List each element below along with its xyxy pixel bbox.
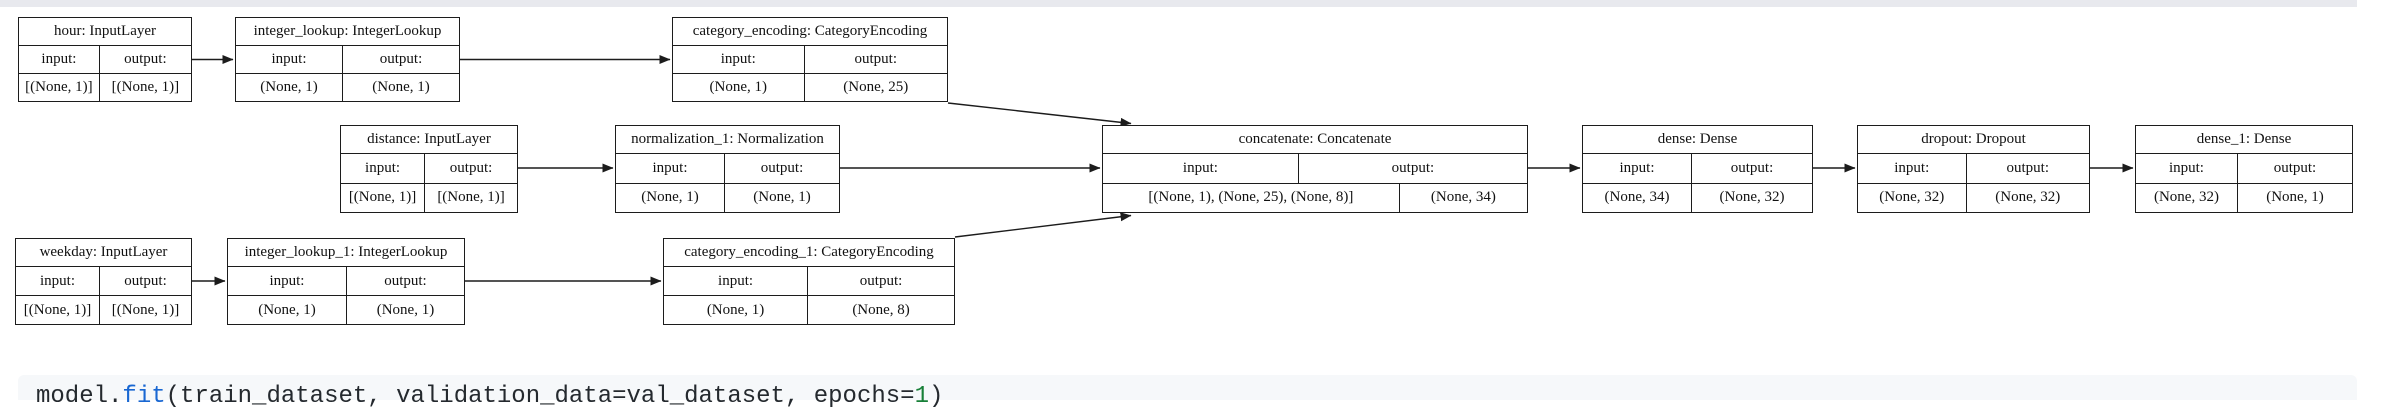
node-hour: hour: InputLayer input: output: [(None, … xyxy=(18,17,192,102)
input-label: input: xyxy=(19,46,100,73)
input-label: input: xyxy=(1583,154,1692,183)
output-shape: (None, 34) xyxy=(1430,189,1496,206)
top-border-band xyxy=(0,0,2357,7)
node-title: integer_lookup: IntegerLookup xyxy=(236,18,459,46)
input-label: input: xyxy=(2136,154,2238,183)
output-shape: (None, 8) xyxy=(852,301,910,318)
output-label: output: xyxy=(1730,159,1774,176)
node-title: concatenate: Concatenate xyxy=(1103,126,1527,154)
output-shape: (None, 1) xyxy=(376,301,435,318)
code-token: (train_dataset, validation_data=val_data… xyxy=(165,383,915,410)
code-token-method: fit xyxy=(122,383,166,410)
input-label: input: xyxy=(341,154,426,183)
node-integer-lookup: integer_lookup: IntegerLookup input: out… xyxy=(235,17,460,102)
output-label: output: xyxy=(124,51,167,67)
output-shape: [(None, 1)] xyxy=(111,79,180,95)
input-label: input: xyxy=(1858,154,1967,183)
output-shape: [(None, 1)] xyxy=(437,189,505,206)
input-label: input: xyxy=(228,267,347,295)
input-shape: [(None, 1)] xyxy=(16,296,100,324)
code-line[interactable]: model.fit(train_dataset, validation_data… xyxy=(36,383,943,412)
input-shape: (None, 34) xyxy=(1583,183,1692,212)
output-label: output: xyxy=(859,272,903,289)
input-label: input: xyxy=(673,46,805,73)
output-label: output: xyxy=(2273,159,2317,176)
input-shape: [(None, 1)] xyxy=(19,74,100,101)
input-shape: (None, 32) xyxy=(1858,183,1967,212)
node-title: integer_lookup_1: IntegerLookup xyxy=(228,239,464,267)
node-title: hour: InputLayer xyxy=(19,18,191,46)
output-label: output: xyxy=(2006,159,2050,176)
output-label: output: xyxy=(379,51,423,67)
node-category-encoding-1: category_encoding_1: CategoryEncoding in… xyxy=(663,238,955,325)
node-title: category_encoding: CategoryEncoding xyxy=(673,18,947,46)
input-shape: (None, 1) xyxy=(664,296,809,324)
input-label: input: xyxy=(664,267,809,295)
input-label: input: xyxy=(1103,154,1299,183)
node-dropout: dropout: Dropout input: output: (None, 3… xyxy=(1857,125,2090,213)
input-label: input: xyxy=(236,46,344,73)
input-shape: (None, 1) xyxy=(236,74,344,101)
input-shape: (None, 32) xyxy=(2136,183,2238,212)
node-title: weekday: InputLayer xyxy=(16,239,191,267)
edge xyxy=(954,212,1132,238)
output-shape: (None, 1) xyxy=(753,189,811,206)
output-shape: [(None, 1)] xyxy=(111,301,180,318)
node-title: normalization_1: Normalization xyxy=(616,126,839,154)
code-token-number: 1 xyxy=(914,383,929,410)
node-normalization-1: normalization_1: Normalization input: ou… xyxy=(615,125,840,213)
input-shape: [(None, 1), (None, 25), (None, 8)] xyxy=(1103,183,1400,212)
edge xyxy=(947,102,1132,127)
node-concatenate: concatenate: Concatenate input: output: … xyxy=(1102,125,1528,213)
output-shape: (None, 32) xyxy=(1719,189,1785,206)
output-shape: (None, 1) xyxy=(2266,189,2324,206)
node-title: dense_1: Dense xyxy=(2136,126,2352,154)
code-token: ) xyxy=(928,383,944,410)
node-title: distance: InputLayer xyxy=(341,126,517,154)
node-integer-lookup-1: integer_lookup_1: IntegerLookup input: o… xyxy=(227,238,465,325)
output-shape: (None, 32) xyxy=(1995,189,2061,206)
node-dense-1: dense_1: Dense input: output: (None, 32)… xyxy=(2135,125,2353,213)
code-token: model. xyxy=(36,383,123,410)
input-shape: [(None, 1)] xyxy=(341,183,426,212)
node-distance: distance: InputLayer input: output: [(No… xyxy=(340,125,518,213)
input-shape: (None, 1) xyxy=(228,296,347,324)
node-category-encoding: category_encoding: CategoryEncoding inpu… xyxy=(672,17,948,102)
output-label: output: xyxy=(449,159,493,176)
input-label: input: xyxy=(16,267,100,295)
output-shape: (None, 25) xyxy=(843,79,909,95)
output-label: output: xyxy=(384,272,427,289)
output-label: output: xyxy=(760,159,804,176)
output-shape: (None, 1) xyxy=(372,79,430,95)
node-title: dense: Dense xyxy=(1583,126,1812,154)
node-dense: dense: Dense input: output: (None, 34) (… xyxy=(1582,125,1813,213)
node-title: category_encoding_1: CategoryEncoding xyxy=(664,239,954,267)
output-label: output: xyxy=(124,272,167,289)
node-title: dropout: Dropout xyxy=(1858,126,2089,154)
input-shape: (None, 1) xyxy=(673,74,805,101)
node-weekday: weekday: InputLayer input: output: [(Non… xyxy=(15,238,192,325)
input-shape: (None, 1) xyxy=(616,183,726,212)
code-cell[interactable]: model.fit(train_dataset, validation_data… xyxy=(18,375,2357,410)
output-label: output: xyxy=(854,51,897,67)
output-label: output: xyxy=(1391,159,1435,176)
input-label: input: xyxy=(616,154,726,183)
